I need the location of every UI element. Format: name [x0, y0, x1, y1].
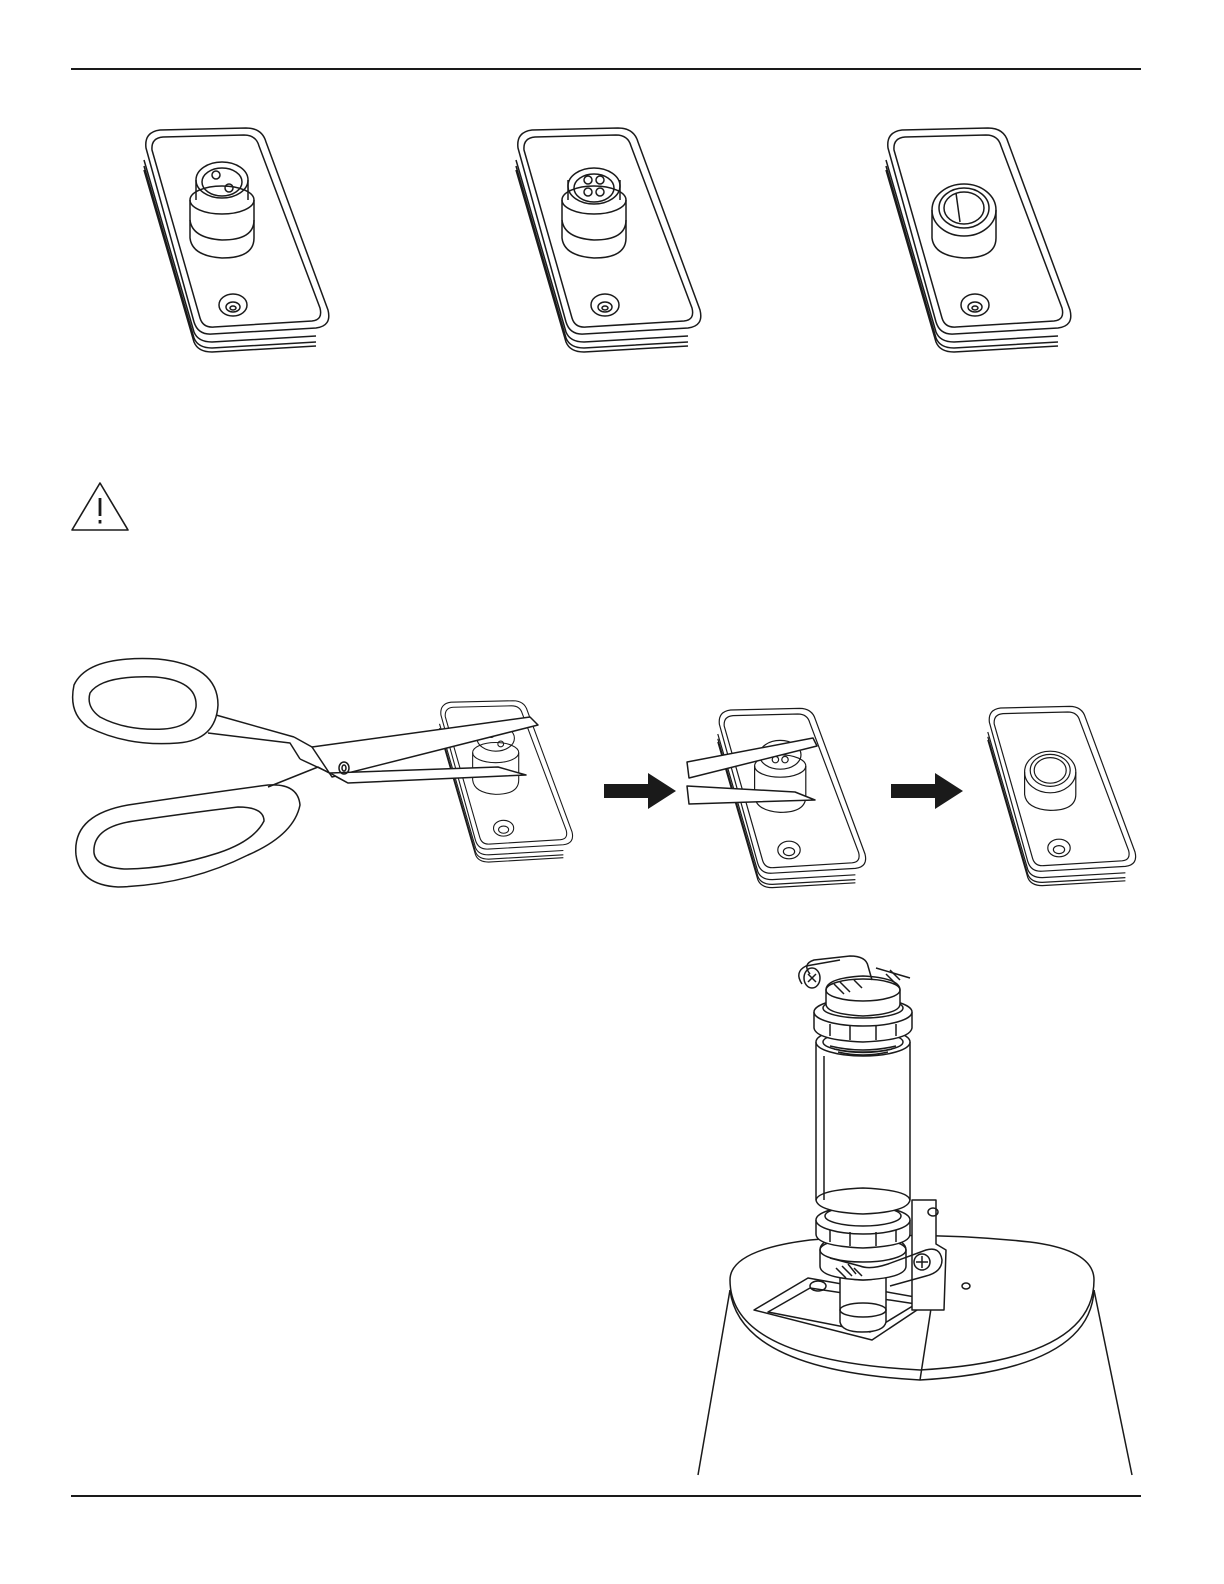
conduit-adapter-assembly-on-speaker: [690, 950, 1150, 1480]
arrow-right-icon: [891, 771, 965, 811]
gland-plate-two-hole: [128, 120, 348, 370]
top-rule: [71, 68, 1141, 70]
insert-cut-open: [685, 700, 885, 900]
arrow-right-icon: [604, 771, 678, 811]
gland-plate-open: [870, 120, 1090, 370]
gland-plate-four-hole: [500, 120, 720, 370]
warning-triangle-icon: [69, 480, 131, 532]
bottom-rule: [71, 1495, 1141, 1497]
scissors-cutting-insert: [68, 655, 588, 895]
insert-removed-plate: [975, 700, 1155, 900]
